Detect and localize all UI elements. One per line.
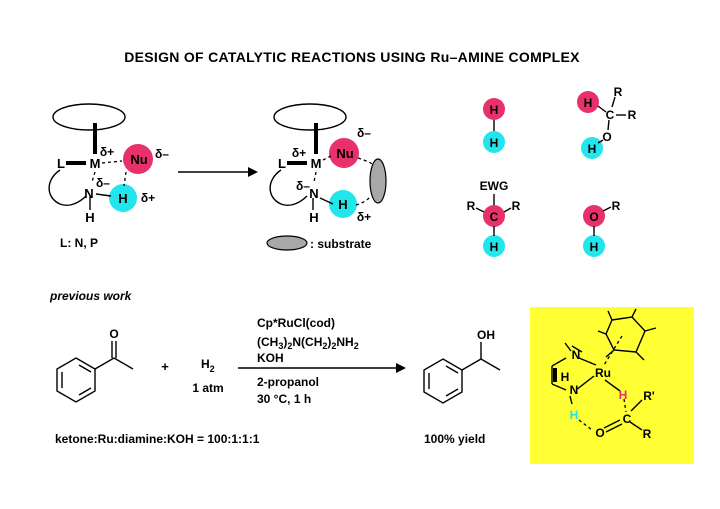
metal-label: M: [90, 156, 101, 171]
delta-plus-label-2: δ+: [292, 146, 306, 160]
oh-o-label: O: [589, 210, 598, 224]
plus-sign: +: [161, 359, 169, 374]
ch-c-label: C: [606, 108, 615, 122]
ligand-label-2: L: [278, 156, 286, 171]
substrate-legend-ellipse: [266, 235, 308, 251]
chelate-arc-2: [269, 169, 308, 206]
substrate-note: : substrate: [310, 237, 372, 251]
nu-label: Nu: [130, 152, 147, 167]
yield-label: 100% yield: [424, 432, 485, 446]
previous-work-label: previous work: [49, 289, 133, 303]
oh-h2-circle: [583, 235, 605, 257]
ts-nh-label: H: [561, 370, 570, 384]
oh-h2-label: H: [590, 240, 599, 254]
h-nu-label: H: [118, 191, 127, 206]
h2-bottom-circle: [483, 131, 505, 153]
nu-substrate-dash: [357, 157, 373, 165]
h-substrate-dash: [355, 195, 372, 206]
oh-o-circle: [583, 205, 605, 227]
nu-label-2: Nu: [336, 146, 353, 161]
delta-plus-h-label: δ+: [141, 191, 155, 205]
reagent-catalyst: Cp*RuCl(cod): [257, 316, 335, 330]
substrate-ellipse-bound: [369, 158, 387, 204]
ewg-label: EWG: [480, 179, 509, 193]
acetophenone-structure: O: [56, 327, 134, 403]
scheme-title: DESIGN OF CATALYTIC REACTIONS USING Ru–A…: [124, 49, 580, 65]
metal-label-2: M: [311, 156, 322, 171]
delta-minus-n-label-2: δ–: [296, 179, 310, 193]
oh-h-circle: [581, 137, 603, 159]
h-circle-2: [329, 190, 357, 218]
h2-bottom-label: H: [490, 136, 499, 150]
transition-state-box: N H Ru N H H O C R' R: [530, 307, 694, 464]
ch-o-label: O: [602, 130, 611, 144]
n-h-bond: [95, 193, 112, 197]
ewg-c-circle: [483, 205, 505, 227]
m-n-dash-2: [313, 171, 317, 183]
m-nu-dash: [101, 160, 123, 164]
phenylethanol-structure: OH: [423, 328, 501, 404]
product-oh-label: OH: [477, 328, 495, 342]
ts-n1-label: N: [572, 348, 581, 362]
ts-cyan-h-label: H: [570, 408, 579, 422]
h2-top-label: H: [490, 103, 499, 117]
cp-ring-ellipse: [52, 103, 126, 131]
complexation-arrow: [178, 167, 258, 177]
ts-n2-label: N: [570, 383, 579, 397]
reagent-base: KOH: [257, 351, 284, 365]
delta-plus-h-label-2: δ+: [357, 210, 371, 224]
h2-pressure-label: 1 atm: [192, 381, 223, 395]
complex-left: M L Nu N H H δ+ δ– δ– δ+ L: N, P: [48, 103, 169, 250]
ts-o-label: O: [595, 426, 604, 440]
nh-label-2: H: [309, 210, 318, 225]
h-nu-label-2: H: [338, 197, 347, 212]
h2-label: H2: [201, 357, 215, 374]
nh-label: H: [85, 210, 94, 225]
cp-ring-ellipse-2: [273, 103, 347, 131]
ch-r2-label: R: [628, 108, 637, 122]
stoichiometry-ratio: ketone:Ru:diamine:KOH = 100:1:1:1: [55, 432, 260, 446]
ligand-note: L: N, P: [60, 236, 98, 250]
oh-r-label: R: [612, 199, 621, 213]
n-label-2: N: [309, 186, 318, 201]
ts-r-label: R: [643, 427, 652, 441]
solvent-label: 2-propanol: [257, 375, 319, 389]
ewg-r2-label: R: [512, 199, 521, 213]
reagent-diamine: (CH3)2N(CH2)2NH2: [257, 335, 359, 351]
n-h-bond-2: [319, 197, 334, 205]
ewg-h-circle: [483, 235, 505, 257]
bond-types-panel: H H H C R R O H EWG C R R H O R H: [467, 85, 637, 257]
conditions-label: 30 °C, 1 h: [257, 392, 311, 406]
nu-circle: [123, 144, 153, 174]
nu-circle-2: [329, 138, 359, 168]
delta-minus-label-2: δ–: [357, 126, 371, 140]
delta-minus-n-label: δ–: [96, 176, 110, 190]
ch-h-label: H: [584, 96, 593, 110]
ts-c-label: C: [623, 412, 632, 426]
m-n-dash: [91, 171, 96, 183]
ligand-label: L: [57, 156, 65, 171]
complex-right: M L Nu N H H δ+ δ– δ– δ+ : substrate: [266, 103, 387, 251]
delta-plus-label: δ+: [100, 145, 114, 159]
nu-h-dash: [123, 171, 127, 187]
ewg-r1-label: R: [467, 199, 476, 213]
n-label: N: [84, 186, 93, 201]
ewg-c-label: C: [490, 210, 499, 224]
ch-r1-label: R: [614, 85, 623, 99]
ketone-o-label: O: [109, 327, 118, 341]
reaction-arrow: [238, 363, 406, 373]
ts-hydride-label: H: [619, 388, 628, 402]
chelate-arc: [48, 169, 87, 206]
h2-top-circle: [483, 98, 505, 120]
ts-rprime-label: R': [643, 389, 655, 403]
ch-h-circle: [577, 91, 599, 113]
h-circle: [109, 184, 137, 212]
m-nu-dash-2: [322, 155, 332, 161]
ts-ru-label: Ru: [595, 366, 611, 380]
oh-h-label: H: [588, 142, 597, 156]
ewg-h-label: H: [490, 240, 499, 254]
delta-minus-label: δ–: [155, 147, 169, 161]
